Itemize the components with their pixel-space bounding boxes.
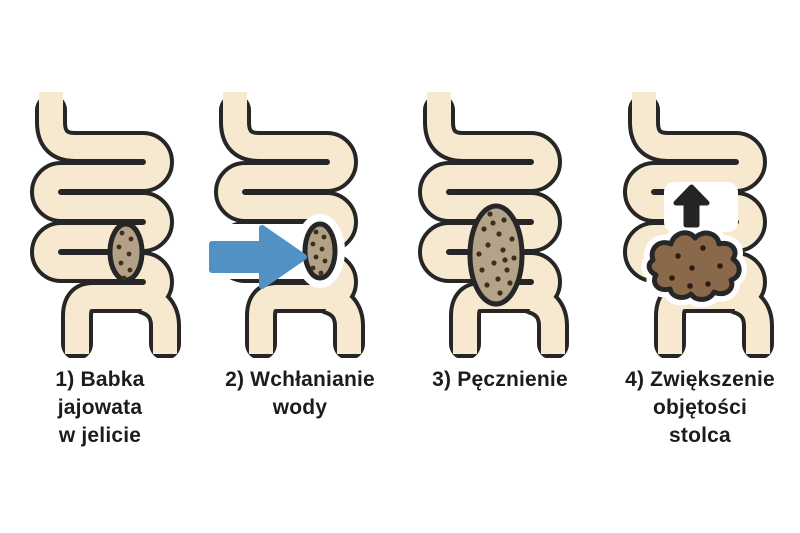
psyllium-seed xyxy=(302,221,338,281)
panel-row: 1) Babka jajowata w jelicie 2) Wchłanian… xyxy=(0,0,800,450)
intestine-illustration-3 xyxy=(400,86,600,358)
volume-increase-arrow-icon xyxy=(673,184,710,228)
caption-step-3: 3) Pęcznienie xyxy=(432,368,568,391)
caption-step-1: 1) Babka jajowata w jelicie xyxy=(55,368,145,447)
caption-step-4: 4) Zwiększenie objętości stolca xyxy=(625,368,775,447)
panel-step-2: 2) Wchłanianie wody xyxy=(200,0,400,450)
seed-dots xyxy=(116,230,134,281)
psyllium-seed xyxy=(107,221,145,283)
intestine-illustration-2 xyxy=(200,86,400,358)
panel-step-1: 1) Babka jajowata w jelicie xyxy=(0,0,200,450)
panel-step-3: 3) Pęcznienie xyxy=(400,0,600,450)
intestine-illustration-4 xyxy=(600,86,800,358)
white-gap xyxy=(664,182,738,232)
stool-dots xyxy=(669,245,723,289)
panel-step-4: 4) Zwiększenie objętości stolca xyxy=(600,0,800,450)
seed-dots xyxy=(310,229,328,276)
water-absorption-arrow-icon xyxy=(209,225,307,289)
mass-dots xyxy=(476,211,517,296)
caption-step-2: 2) Wchłanianie wody xyxy=(225,368,375,419)
bulked-stool-mass xyxy=(646,230,742,302)
intestine-illustration-1 xyxy=(0,86,200,358)
intestine-tract xyxy=(46,92,165,354)
